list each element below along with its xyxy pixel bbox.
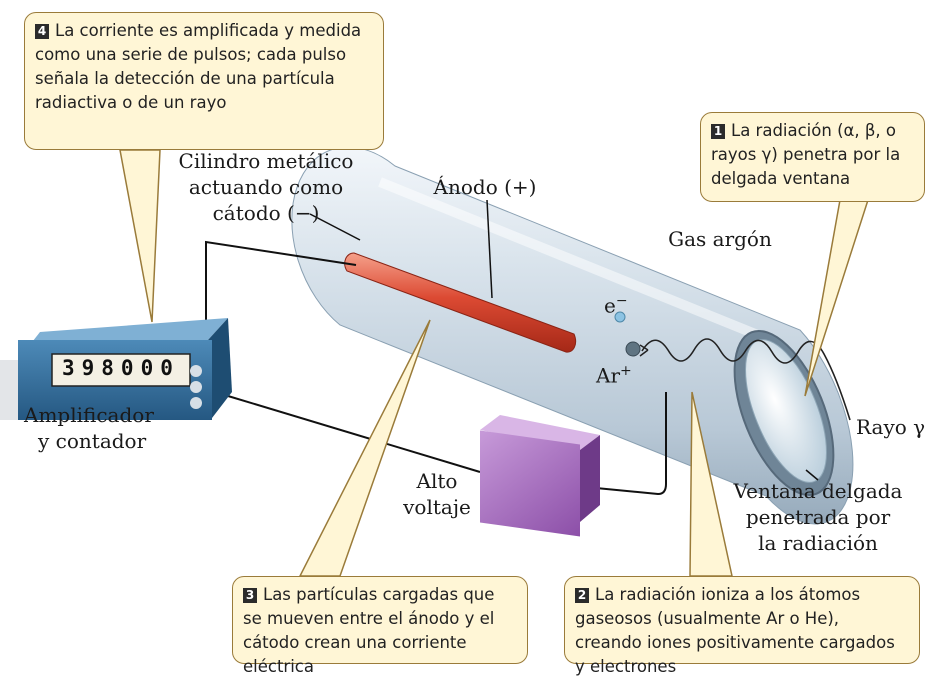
ion-label: Ar+	[596, 358, 632, 389]
callout-1-number: 1	[711, 124, 725, 139]
argon-ion-particle	[625, 341, 641, 357]
callout-2-text: La radiación ioniza a los átomos gaseoso…	[575, 585, 895, 676]
hv-wire-amp	[227, 395, 481, 473]
cathode-label: Cilindro metálico actuando como cátodo (…	[160, 148, 372, 226]
cathode-label-line2: actuando como	[188, 175, 344, 199]
high-voltage-label-line2: voltaje	[403, 495, 471, 519]
high-voltage-label-line1: Alto	[416, 469, 458, 493]
amplifier-label-line2: y contador	[38, 429, 147, 453]
high-voltage-label: Alto voltaje	[392, 468, 482, 520]
ion-charge: +	[620, 363, 632, 379]
electron-charge: −	[615, 293, 628, 309]
callout-4-text: La corriente es amplificada y medida com…	[35, 21, 362, 112]
amplifier-label-line1: Amplificador	[24, 403, 154, 427]
counter-display: 398000	[62, 356, 180, 380]
callout-3-tail	[298, 319, 431, 577]
electron-label: e−	[604, 288, 628, 319]
window-label-line2: penetrada por	[745, 505, 891, 529]
cathode-label-line3: cátodo (−)	[212, 201, 320, 225]
cathode-pointer	[309, 213, 361, 241]
cathode-wire	[205, 240, 357, 350]
callout-1-tail	[804, 199, 870, 397]
anode-label: Ánodo (+)	[433, 175, 537, 199]
anode-pointer	[486, 199, 493, 299]
thin-window	[733, 329, 835, 497]
gamma-ray-label: Rayo γ	[856, 415, 926, 439]
high-voltage-box	[480, 415, 600, 537]
amplifier-counter-box	[0, 318, 232, 420]
window-pointer	[805, 469, 819, 481]
gas-label: Gas argón	[668, 227, 772, 251]
callout-3-text: Las partículas cargadas que se mueven en…	[243, 585, 495, 676]
callout-2-number: 2	[575, 588, 589, 603]
callout-4-tail	[119, 149, 161, 323]
anode-rod	[344, 252, 577, 353]
window-label: Ventana delgada penetrada por la radiaci…	[712, 478, 924, 556]
electron-symbol: e	[604, 293, 616, 318]
cathode-label-line1: Cilindro metálico	[178, 149, 354, 173]
callout-3-number: 3	[243, 588, 257, 603]
hv-wire-tube	[595, 392, 667, 496]
callout-1-text: La radiación (α, β, o rayos γ) penetra p…	[711, 121, 901, 188]
window-label-line3: la radiación	[758, 531, 878, 555]
ion-symbol: Ar	[596, 363, 621, 388]
ion-arrow	[639, 344, 649, 357]
amplifier-label: Amplificador y contador	[24, 402, 154, 454]
callout-4-number: 4	[35, 24, 49, 39]
window-label-line1: Ventana delgada	[733, 479, 903, 503]
electron-particle	[614, 311, 626, 323]
